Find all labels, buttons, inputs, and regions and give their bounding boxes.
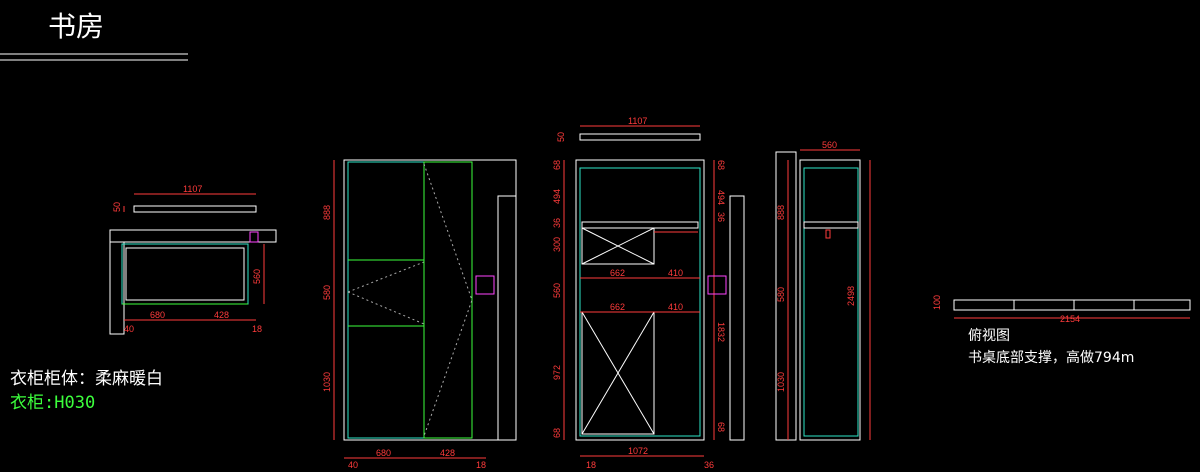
open-line — [347, 261, 425, 293]
wardrobe-side-section: 560 888 580 1030 2498 — [775, 140, 871, 441]
desk-leg — [109, 241, 125, 335]
material-note: 衣柜柜体：柔麻暖白 — [10, 369, 163, 389]
handle-icon — [707, 275, 727, 295]
dim-label: 1030 — [776, 372, 786, 392]
dim-label: 36 — [552, 218, 562, 228]
dim-label: 40 — [348, 460, 358, 470]
section-panel — [803, 167, 859, 437]
wardrobe-elevation-inner: 1107 50 68 494 36 300 560 972 68 662 410… — [552, 116, 745, 470]
dim-label: 18 — [586, 460, 596, 470]
dim-label: 1030 — [322, 372, 332, 392]
dim-label: 680 — [150, 310, 165, 320]
dim-label: 888 — [322, 205, 332, 220]
desk-top-plan — [133, 205, 257, 213]
handle-icon — [249, 231, 259, 243]
topview-label: 俯视图 — [968, 328, 1010, 344]
drawer — [581, 227, 655, 265]
handle-icon — [475, 275, 495, 295]
shelf — [581, 221, 699, 229]
dim-label: 68 — [716, 160, 726, 170]
dim-label: 1107 — [183, 184, 202, 194]
dim-label: 560 — [822, 140, 837, 150]
topview-note: 书桌底部支撑，高做794m — [968, 349, 1134, 366]
dim-label: 1107 — [628, 116, 647, 126]
cabinet-panel — [579, 167, 701, 437]
dim-label: 36 — [704, 460, 714, 470]
dim-label: 560 — [252, 269, 262, 284]
dim-label: 18 — [252, 324, 262, 334]
desk-panel-inner — [125, 247, 245, 301]
door-swing — [423, 163, 473, 437]
cabinet-outline — [343, 159, 517, 441]
dim-label: 580 — [322, 285, 332, 300]
dim-label: 40 — [124, 324, 134, 334]
dim-label: 1832 — [716, 322, 726, 342]
dim-label: 18 — [476, 460, 486, 470]
dim-label: 428 — [214, 310, 229, 320]
dim-label: 36 — [716, 212, 726, 222]
desk-board — [109, 229, 277, 243]
dim-label: 68 — [716, 422, 726, 432]
dim-label: 300 — [552, 237, 562, 252]
dim-label: 972 — [552, 365, 562, 380]
cabinet-outline — [575, 159, 705, 441]
side-panel — [497, 195, 517, 441]
dim-label: 2154 — [1060, 314, 1080, 324]
dim-label: 662 — [610, 302, 625, 312]
material-code: 衣柜:H030 — [10, 393, 95, 413]
dim-label: 662 — [610, 268, 625, 278]
desk-top-view: 100 2154 俯视图 书桌底部支撑，高做794m — [932, 295, 1191, 366]
dim-label: 68 — [552, 428, 562, 438]
dim-label: 494 — [552, 189, 562, 204]
dim-label: 560 — [552, 283, 562, 298]
dim-label: 50 — [112, 202, 122, 212]
dim-label: 680 — [376, 448, 391, 458]
dim-label: 494 — [716, 190, 726, 205]
dim-label: 2498 — [846, 286, 856, 306]
side-panel — [729, 195, 745, 441]
rail-icon — [825, 229, 831, 239]
drawer-cross — [581, 227, 655, 265]
side-panel — [775, 151, 797, 441]
open-line — [347, 291, 425, 325]
dim-label: 100 — [932, 295, 942, 310]
door — [423, 161, 473, 439]
desk-top-view-board — [953, 299, 1191, 311]
dim-label: 428 — [440, 448, 455, 458]
dim-label: 580 — [776, 287, 786, 302]
dim-label: 410 — [668, 302, 683, 312]
section-outline — [799, 159, 861, 441]
desk-panel — [121, 243, 249, 305]
dim-label: 888 — [776, 205, 786, 220]
dim-label: 50 — [556, 132, 566, 142]
dim-label: 1072 — [628, 446, 648, 456]
page-title: 书房 — [48, 10, 104, 43]
shelf — [803, 221, 859, 229]
top-plan — [579, 133, 701, 141]
wardrobe-elevation-front: 888 580 1030 680 428 40 18 — [322, 159, 517, 470]
door-cross — [581, 311, 655, 435]
dim-label: 68 — [552, 160, 562, 170]
desk-elevation: 1107 50 560 680 428 40 18 — [109, 184, 277, 335]
dim-label: 410 — [668, 268, 683, 278]
